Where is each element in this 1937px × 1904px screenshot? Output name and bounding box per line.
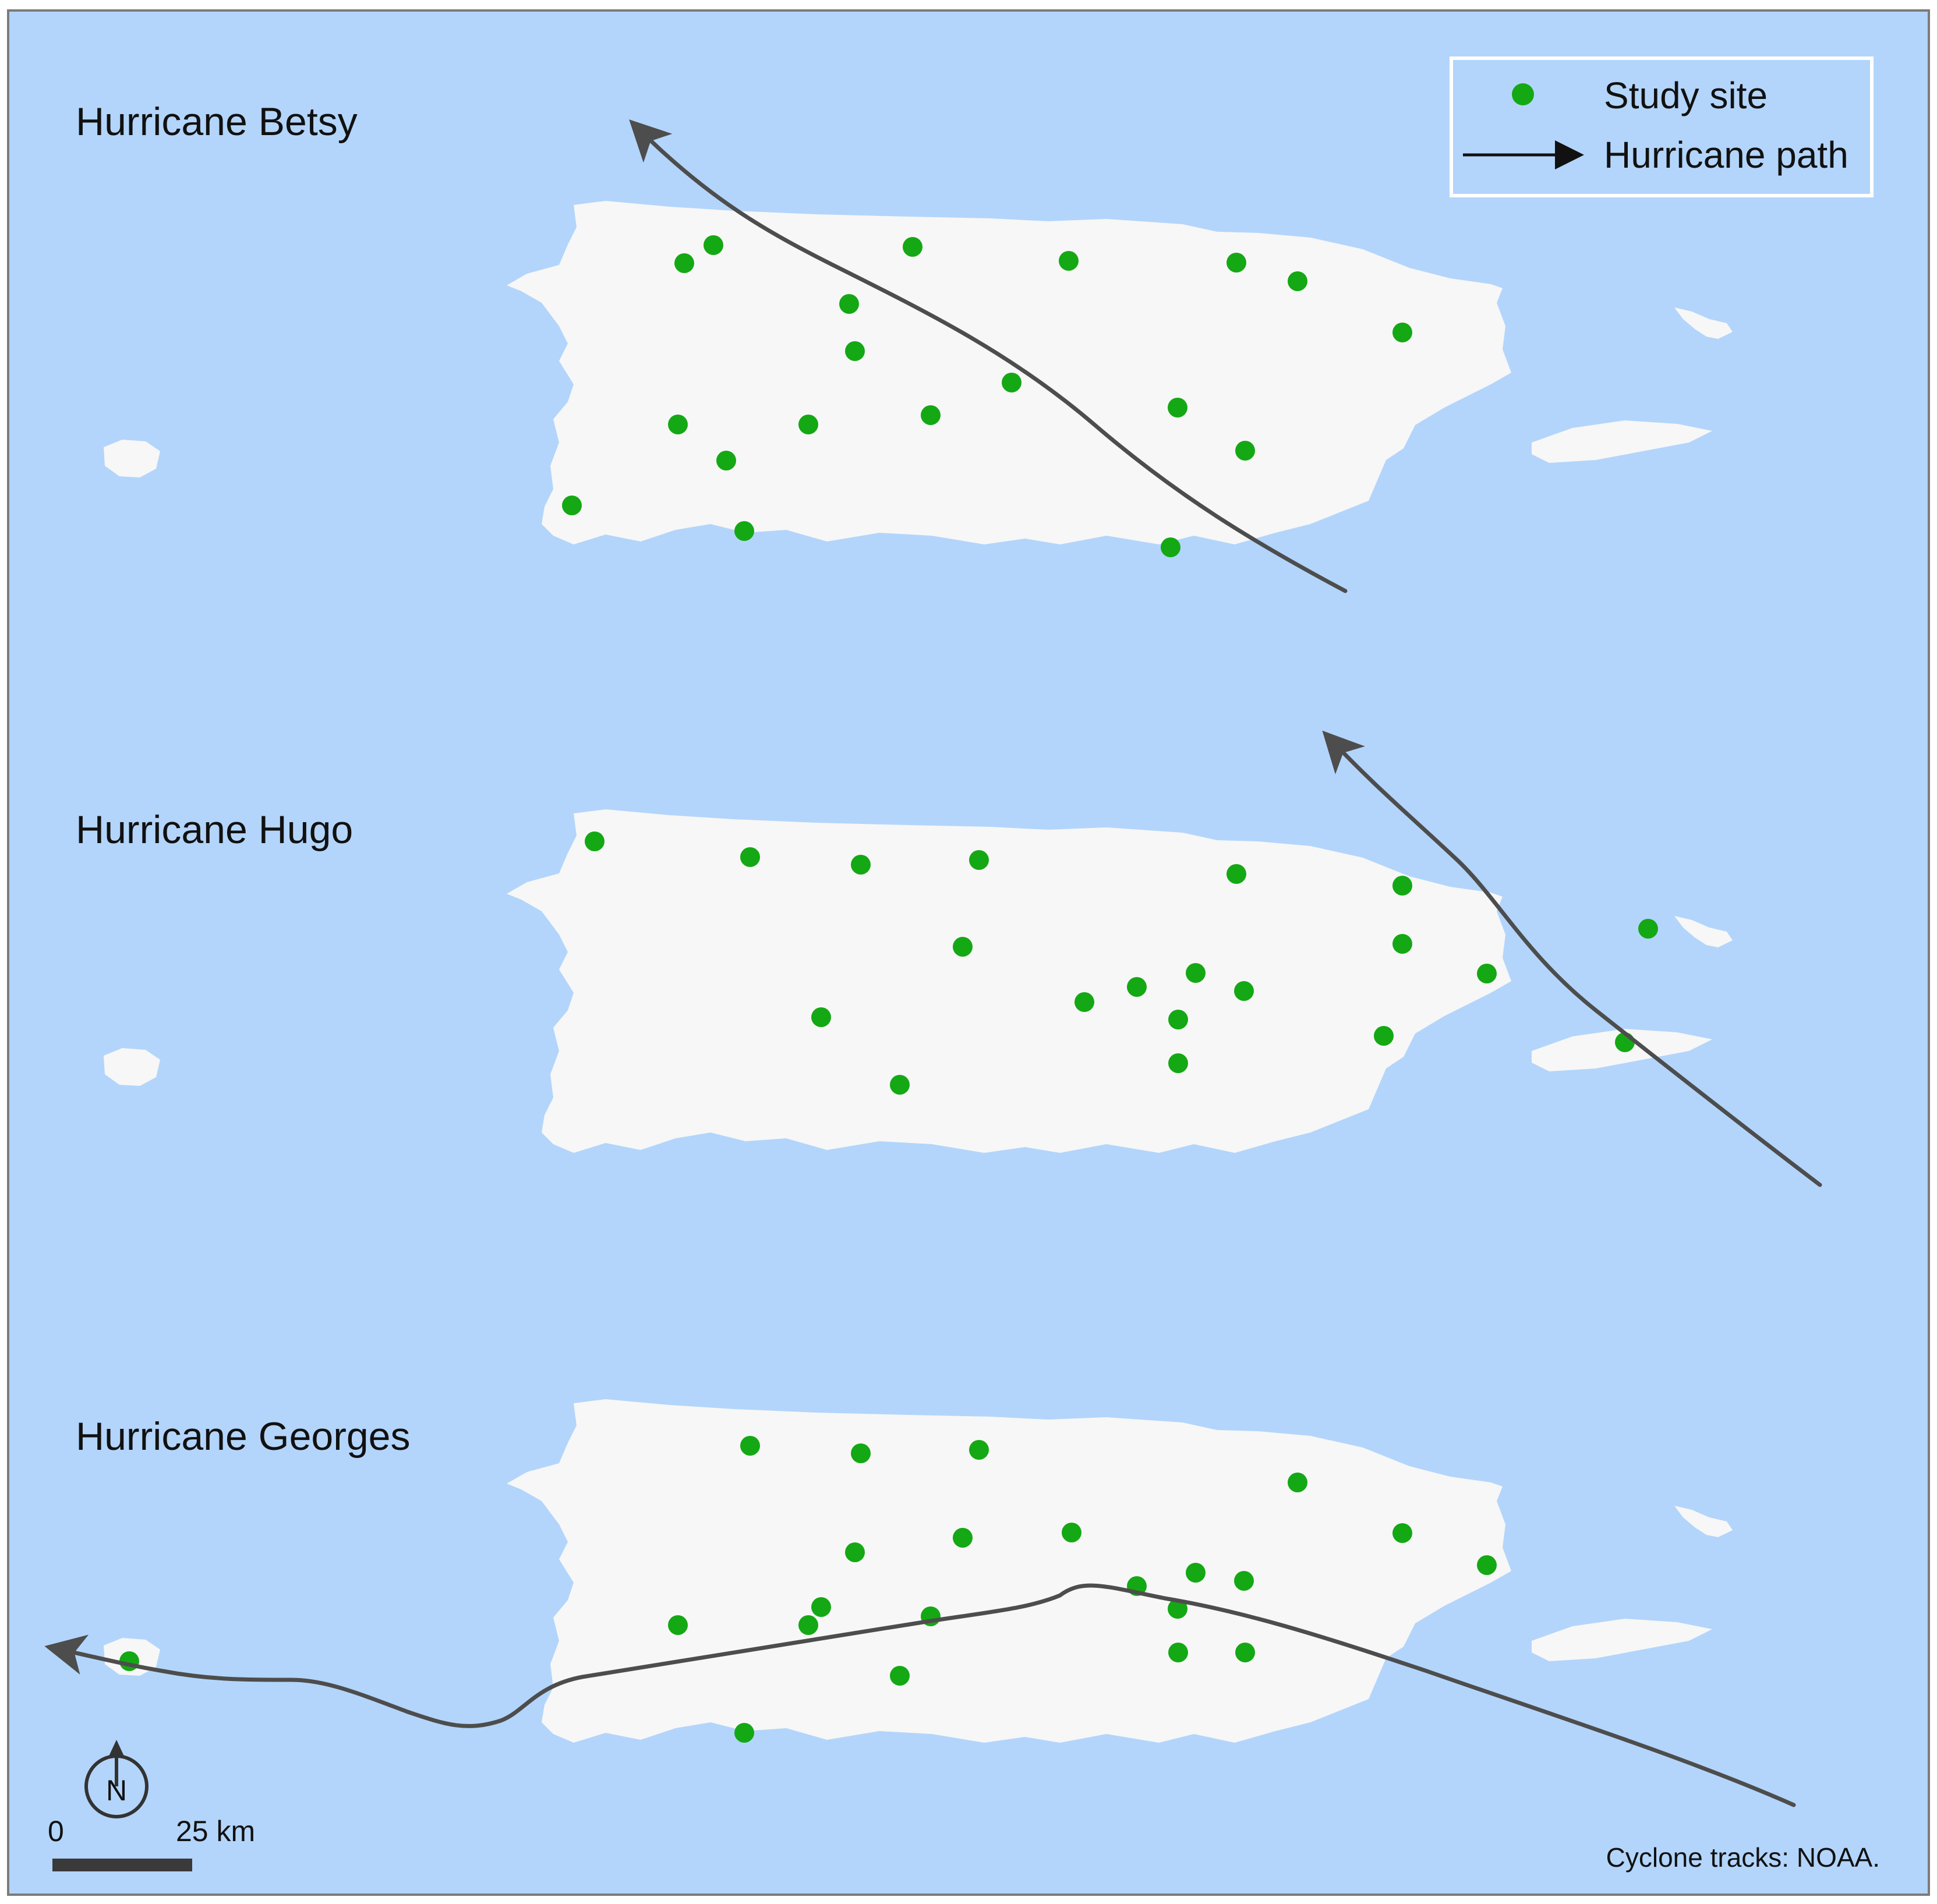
study-site-marker xyxy=(740,1436,760,1456)
study-site-marker xyxy=(953,1528,973,1548)
panel-title: Hurricane Betsy xyxy=(76,100,358,144)
puerto-rico-island xyxy=(507,809,1511,1153)
panel-betsy: Hurricane Betsy xyxy=(76,100,1733,593)
vieques-island xyxy=(1532,420,1712,463)
study-site-legend-icon xyxy=(1512,83,1534,105)
study-sites-hugo xyxy=(585,831,1658,1095)
scale-end-label: 25 km xyxy=(176,1815,255,1848)
study-site-marker xyxy=(585,831,605,851)
legend-box xyxy=(1450,56,1874,197)
study-site-marker xyxy=(1234,1571,1254,1591)
hurricane-path-betsy xyxy=(629,119,1348,593)
study-site-marker xyxy=(734,521,754,541)
study-site-marker xyxy=(969,1440,989,1460)
study-site-marker xyxy=(1168,1599,1187,1619)
scale-bar: 0 25 km xyxy=(48,1815,255,1871)
study-site-marker xyxy=(1168,1010,1188,1029)
panel-title: Hurricane Georges xyxy=(76,1414,410,1459)
study-site-marker xyxy=(953,937,973,957)
study-sites-betsy xyxy=(562,235,1412,557)
hurricane-path-hugo xyxy=(1322,730,1822,1187)
scale-bar-line xyxy=(52,1859,192,1871)
study-site-marker xyxy=(1374,1026,1394,1046)
study-site-marker xyxy=(798,1615,818,1635)
study-site-marker xyxy=(1002,373,1021,392)
study-site-marker xyxy=(734,1723,754,1743)
study-site-marker xyxy=(845,341,865,361)
study-site-marker xyxy=(704,235,723,255)
study-site-marker xyxy=(1168,398,1187,417)
study-site-marker xyxy=(1168,1643,1188,1662)
study-site-marker xyxy=(890,1075,910,1095)
study-site-marker xyxy=(1186,1563,1206,1583)
study-site-marker xyxy=(969,850,989,870)
culebra-island xyxy=(1674,916,1733,947)
study-site-marker xyxy=(1161,537,1180,557)
study-site-marker xyxy=(839,294,859,314)
study-site-marker xyxy=(740,847,760,867)
study-site-marker xyxy=(851,855,871,875)
study-site-marker xyxy=(851,1443,871,1463)
study-site-marker xyxy=(1062,1523,1081,1542)
study-site-marker xyxy=(562,496,582,515)
study-site-marker xyxy=(668,1615,688,1635)
study-site-marker xyxy=(1074,992,1094,1012)
study-site-marker xyxy=(1477,1555,1497,1575)
mona-island xyxy=(104,440,160,477)
mona-island xyxy=(104,1048,160,1086)
study-site-marker xyxy=(811,1007,831,1027)
study-site-marker xyxy=(1127,977,1147,997)
study-site-marker xyxy=(1059,251,1079,271)
study-site-marker xyxy=(1638,919,1658,939)
study-site-marker xyxy=(1226,864,1246,884)
legend: Study site Hurricane path xyxy=(1450,56,1874,197)
north-label: N xyxy=(106,1774,127,1807)
scale-start-label: 0 xyxy=(48,1815,64,1848)
study-site-marker xyxy=(1226,253,1246,272)
study-site-marker xyxy=(1392,934,1412,954)
study-site-marker xyxy=(1392,876,1412,896)
puerto-rico-island xyxy=(507,1399,1511,1743)
study-site-marker xyxy=(1288,1473,1307,1492)
panel-hugo: Hurricane Hugo xyxy=(76,730,1822,1187)
vieques-island xyxy=(1532,1619,1712,1661)
legend-path-label: Hurricane path xyxy=(1604,134,1848,176)
study-site-marker xyxy=(845,1542,865,1562)
study-site-marker xyxy=(1477,964,1497,983)
culebra-island xyxy=(1674,307,1733,339)
study-site-marker xyxy=(798,415,818,434)
hurricane-path-georges xyxy=(44,1583,1796,1807)
study-site-marker xyxy=(890,1666,910,1686)
study-site-marker xyxy=(903,237,922,257)
culebra-island xyxy=(1674,1506,1733,1537)
study-site-marker xyxy=(1234,981,1254,1001)
study-site-marker xyxy=(1235,441,1255,461)
study-site-marker xyxy=(1186,963,1206,983)
study-site-marker xyxy=(1392,323,1412,342)
study-site-marker xyxy=(668,415,688,434)
puerto-rico-island xyxy=(507,201,1511,544)
study-site-marker xyxy=(1288,271,1307,291)
study-site-marker xyxy=(811,1597,831,1617)
study-site-marker xyxy=(716,451,736,470)
study-site-marker xyxy=(1235,1643,1255,1662)
panel-title: Hurricane Hugo xyxy=(76,808,353,852)
study-site-marker xyxy=(1168,1053,1188,1073)
study-site-marker xyxy=(921,405,941,425)
panel-georges: Hurricane Georges xyxy=(44,1399,1796,1807)
legend-site-label: Study site xyxy=(1604,75,1768,116)
study-site-marker xyxy=(1392,1523,1412,1543)
north-arrow-head xyxy=(108,1740,125,1757)
study-site-marker xyxy=(674,253,694,273)
credit-text: Cyclone tracks: NOAA. xyxy=(1606,1842,1880,1873)
north-arrow: N xyxy=(84,1740,149,1818)
